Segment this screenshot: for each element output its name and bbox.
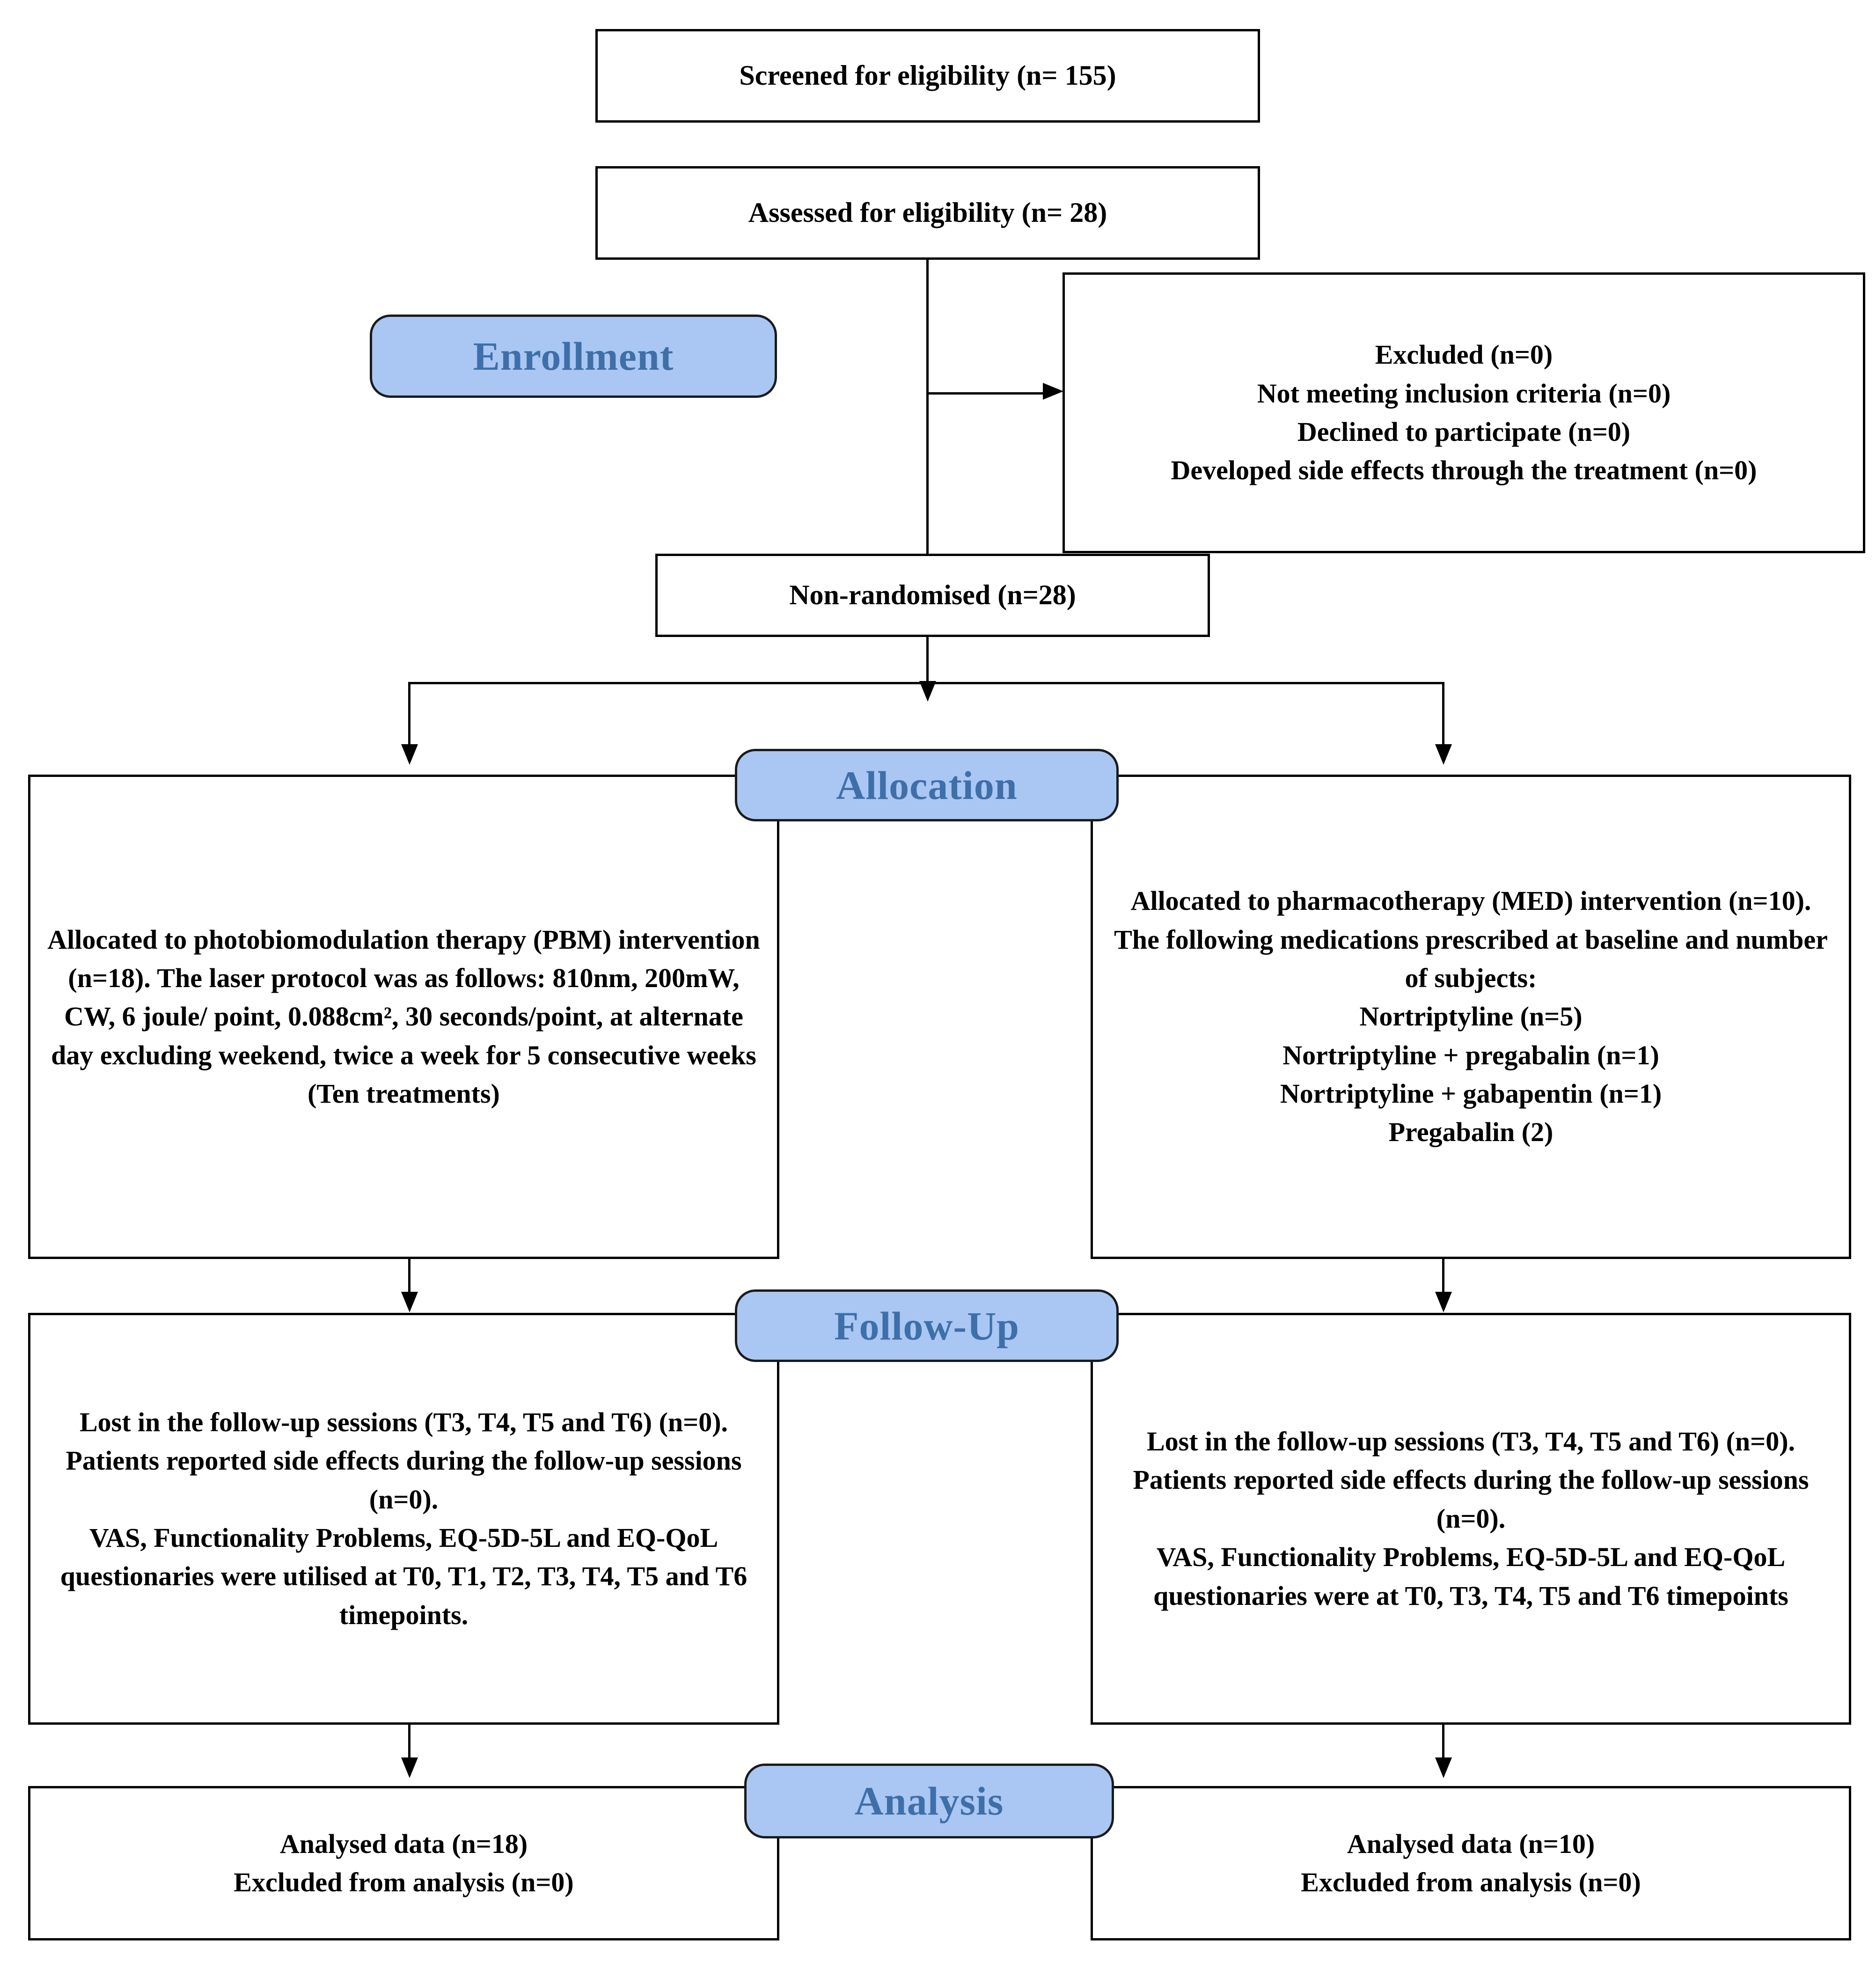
connector-split-left — [408, 682, 410, 757]
box-non-randomised: Non-randomised (n=28) — [655, 554, 1210, 637]
stage-label-analysis-text: Analysis — [854, 1779, 1004, 1823]
box-allocated-med-text: Allocated to pharmacotherapy (MED) inter… — [1114, 886, 1828, 1148]
stage-label-enrollment: Enrollment — [370, 315, 777, 398]
box-non-randomised-text: Non-randomised (n=28) — [789, 579, 1076, 611]
box-allocated-med: Allocated to pharmacotherapy (MED) inter… — [1091, 775, 1851, 1259]
arrowhead-med-to-followup-icon — [1435, 1292, 1452, 1312]
connector-assessed-to-excluded — [926, 392, 1046, 395]
connector-assessed-to-nonrandomised — [926, 260, 929, 554]
arrowhead-nonrandomised-stem-icon — [919, 681, 936, 702]
box-analysis-pbm: Analysed data (n=18) Excluded from analy… — [28, 1786, 779, 1940]
arrowhead-followup-pbm-to-analysis-icon — [401, 1757, 418, 1778]
box-followup-med-text: Lost in the follow-up sessions (T3, T4, … — [1133, 1426, 1809, 1611]
box-analysis-med: Analysed data (n=10) Excluded from analy… — [1091, 1786, 1851, 1940]
connector-pbm-to-followup — [408, 1259, 410, 1294]
arrowhead-pbm-to-followup-icon — [401, 1292, 418, 1312]
box-analysis-med-text: Analysed data (n=10) Excluded from analy… — [1301, 1828, 1641, 1897]
connector-nonrandomised-stem — [926, 637, 929, 684]
stage-label-analysis: Analysis — [744, 1764, 1114, 1838]
arrowhead-split-right-icon — [1435, 744, 1452, 765]
arrowhead-split-left-icon — [401, 744, 418, 765]
box-excluded-text: Excluded (n=0) Not meeting inclusion cri… — [1171, 339, 1757, 486]
box-screened-text: Screened for eligibility (n= 155) — [739, 60, 1116, 91]
arrowhead-followup-med-to-analysis-icon — [1435, 1757, 1452, 1778]
box-followup-pbm-text: Lost in the follow-up sessions (T3, T4, … — [60, 1406, 747, 1630]
connector-split-right — [1442, 682, 1444, 757]
connector-followup-med-to-analysis — [1442, 1725, 1444, 1760]
stage-label-enrollment-text: Enrollment — [473, 334, 674, 379]
box-allocated-pbm-text: Allocated to photobiomodulation therapy … — [47, 924, 760, 1109]
box-assessed-text: Assessed for eligibility (n= 28) — [748, 197, 1107, 228]
box-followup-med: Lost in the follow-up sessions (T3, T4, … — [1091, 1313, 1851, 1725]
arrowhead-to-excluded-icon — [1043, 383, 1063, 400]
box-followup-pbm: Lost in the follow-up sessions (T3, T4, … — [28, 1313, 779, 1725]
connector-split-bar — [408, 682, 1444, 684]
stage-label-followup: Follow-Up — [735, 1289, 1119, 1362]
stage-label-allocation: Allocation — [735, 749, 1119, 821]
box-assessed-for-eligibility: Assessed for eligibility (n= 28) — [595, 166, 1260, 260]
stage-label-followup-text: Follow-Up — [834, 1303, 1019, 1348]
box-allocated-pbm: Allocated to photobiomodulation therapy … — [28, 775, 779, 1259]
box-screened-for-eligibility: Screened for eligibility (n= 155) — [595, 29, 1260, 123]
box-analysis-pbm-text: Analysed data (n=18) Excluded from analy… — [234, 1828, 574, 1897]
box-excluded: Excluded (n=0) Not meeting inclusion cri… — [1063, 272, 1865, 553]
connector-med-to-followup — [1442, 1259, 1444, 1294]
connector-followup-pbm-to-analysis — [408, 1725, 410, 1760]
stage-label-allocation-text: Allocation — [836, 762, 1018, 808]
